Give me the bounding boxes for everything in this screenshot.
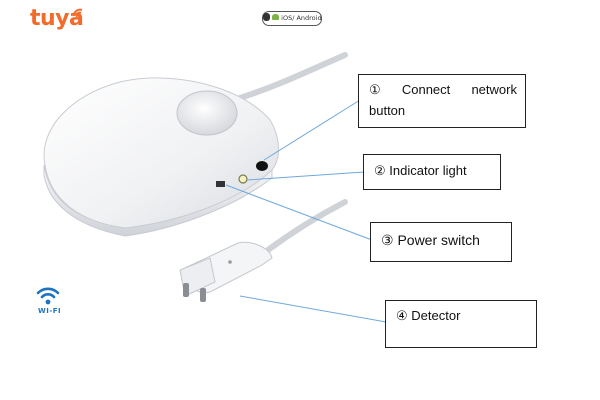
leader-line-detector [239,295,387,323]
tuya-logo-signal-icon [73,8,83,18]
callout-1-word-button: button [369,103,406,118]
connect-network-button-shape [176,90,238,136]
leader-line-indicator [246,171,365,181]
apple-icon [263,13,270,21]
power-switch-shape [216,181,225,187]
detector-cable [265,199,348,253]
callout-1-word-network: network [471,82,517,97]
callout-indicator-light: ② Indicator light [363,154,501,190]
callout-1-number: ① [369,82,381,97]
leader-line-connect [263,99,361,161]
side-button [256,161,268,171]
callout-4-label: ④ Detector [396,308,461,323]
callout-connect-network-button: ① Connect network button [358,74,526,128]
tuya-logo: tuya [30,6,84,31]
callout-3-label: ③ Power switch [381,232,480,248]
callout-2-label: ② Indicator light [374,163,467,178]
wifi-label: WI-FI [38,307,62,315]
platform-badge-label: iOS/ Android [281,14,322,22]
callout-1-word-connect: Connect [401,82,451,97]
callout-detector: ④ Detector [385,300,537,348]
power-cable [237,52,348,101]
detector-probe-left [183,283,189,297]
callout-power-switch: ③ Power switch [370,222,512,262]
indicator-light-shape [238,174,248,184]
device-body [43,77,279,229]
detector-probe-right [200,288,206,302]
platform-badge: iOS/ Android [262,11,322,26]
wifi-icon [36,287,60,305]
android-icon [272,14,280,20]
leader-line-power-switch [225,184,373,241]
